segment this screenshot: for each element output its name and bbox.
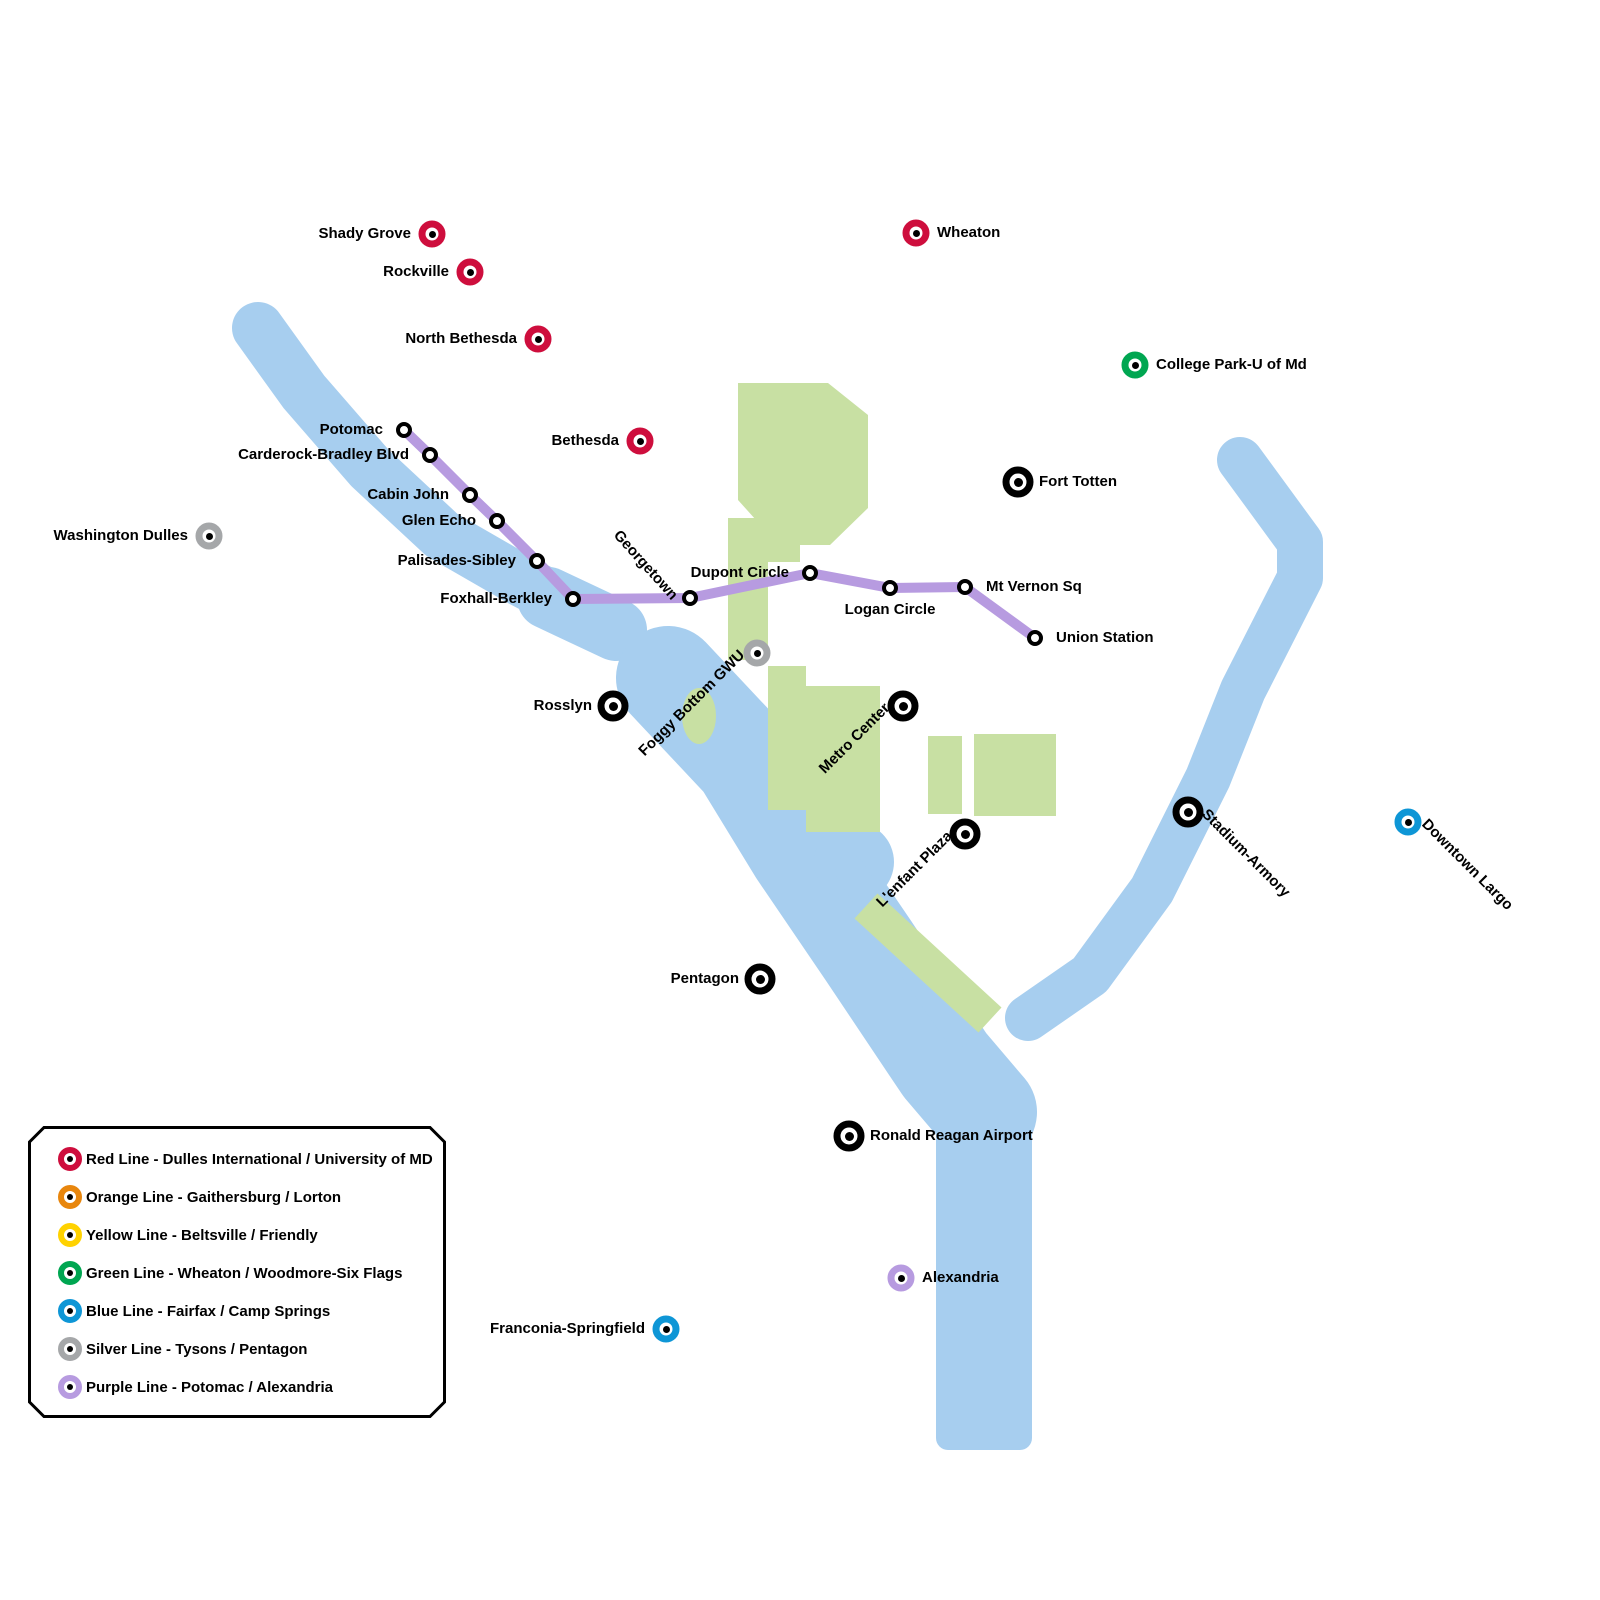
station-marker-wheaton xyxy=(902,219,930,247)
station-label-stadium-armory: Stadium-Armory xyxy=(1198,805,1294,901)
station-marker-metro-center xyxy=(887,690,919,722)
station-marker-rosslyn xyxy=(597,690,629,722)
station-label-foggy-bottom-gwu: Foggy Bottom GWU xyxy=(634,646,748,760)
station-marker-washington-dulles xyxy=(195,522,223,550)
river-anacostia xyxy=(1005,437,1323,1041)
station-label-union-station: Union Station xyxy=(1056,629,1154,646)
water-features xyxy=(232,302,1323,1450)
station-label-potomac: Potomac xyxy=(319,421,383,438)
station-label-palisades-sibley: Palisades-Sibley xyxy=(397,552,516,569)
park-national-mall xyxy=(768,666,880,832)
station-label-rockville: Rockville xyxy=(383,263,449,280)
station-marker-potomac xyxy=(396,422,412,438)
station-marker-alexandria xyxy=(887,1264,915,1292)
station-label-l-enfant-plaza: L'enfant Plaza xyxy=(872,827,956,911)
station-marker-glen-echo xyxy=(489,513,505,529)
station-label-dupont-circle: Dupont Circle xyxy=(690,564,789,581)
legend-item-green-line: Green Line - Wheaton / Woodmore-Six Flag… xyxy=(58,1254,436,1292)
station-marker-mt-vernon-sq xyxy=(957,579,973,595)
station-marker-downtown-largo xyxy=(1394,808,1422,836)
river-main-potomac xyxy=(616,626,1037,1164)
station-label-alexandria: Alexandria xyxy=(922,1269,999,1286)
station-label-franconia-springfield: Franconia-Springfield xyxy=(489,1320,645,1337)
legend-label-blue: Blue Line - Fairfax / Camp Springs xyxy=(86,1302,331,1320)
park-east-block xyxy=(974,734,1056,816)
station-label-georgetown: Georgetown xyxy=(610,526,682,604)
park-rock-creek xyxy=(738,383,868,562)
river-south-potomac xyxy=(936,1092,1032,1450)
station-marker-dupont-circle xyxy=(802,565,818,581)
station-label-downtown-largo: Downtown Largo xyxy=(1418,815,1517,914)
legend-item-orange-line: Orange Line - Gaithersburg / Lorton xyxy=(58,1178,436,1216)
station-marker-georgetown xyxy=(682,590,698,606)
station-marker-carderock-bradley-blvd xyxy=(422,447,438,463)
legend-item-blue-line: Blue Line - Fairfax / Camp Springs xyxy=(58,1292,436,1330)
station-marker-stadium-armory xyxy=(1172,796,1204,828)
station-label-wheaton: Wheaton xyxy=(937,224,1001,241)
station-marker-north-bethesda xyxy=(524,325,552,353)
station-marker-fort-totten xyxy=(1002,466,1034,498)
station-marker-bethesda xyxy=(626,427,654,455)
station-marker-pentagon xyxy=(744,963,776,995)
station-marker-foggy-bottom-gwu xyxy=(743,639,771,667)
station-label-bethesda: Bethesda xyxy=(551,432,619,449)
park-mall-strip xyxy=(928,736,962,814)
station-label-ronald-reagan-airport: Ronald Reagan Airport xyxy=(870,1127,1033,1144)
station-marker-ronald-reagan-airport xyxy=(833,1120,865,1152)
station-marker-rockville xyxy=(456,258,484,286)
legend-label-yellow: Yellow Line - Beltsville / Friendly xyxy=(86,1226,318,1244)
legend-marker-red-icon xyxy=(58,1147,82,1171)
station-marker-college-park-u-of-md xyxy=(1121,351,1149,379)
river-bend xyxy=(517,567,647,661)
legend-label-orange: Orange Line - Gaithersburg / Lorton xyxy=(86,1188,342,1206)
station-label-cabin-john: Cabin John xyxy=(367,486,449,503)
station-label-college-park-u-of-md: College Park-U of Md xyxy=(1156,356,1307,373)
station-label-pentagon: Pentagon xyxy=(670,970,739,987)
station-marker-logan-circle xyxy=(882,580,898,596)
legend-marker-silver-icon xyxy=(58,1337,82,1361)
legend-item-purple-line: Purple Line - Potomac / Alexandria xyxy=(58,1368,436,1406)
legend-label-green: Green Line - Wheaton / Woodmore-Six Flag… xyxy=(86,1264,403,1282)
station-label-mt-vernon-sq: Mt Vernon Sq xyxy=(986,578,1082,595)
legend-item-yellow-line: Yellow Line - Beltsville / Friendly xyxy=(58,1216,436,1254)
legend: Red Line - Dulles International / Univer… xyxy=(28,1126,446,1418)
legend-marker-orange-icon xyxy=(58,1185,82,1209)
station-marker-union-station xyxy=(1027,630,1043,646)
station-marker-franconia-springfield xyxy=(652,1315,680,1343)
legend-item-red-line: Red Line - Dulles International / Univer… xyxy=(58,1140,436,1178)
legend-items: Red Line - Dulles International / Univer… xyxy=(58,1140,436,1406)
legend-label-purple: Purple Line - Potomac / Alexandria xyxy=(86,1378,334,1396)
station-label-fort-totten: Fort Totten xyxy=(1039,473,1118,490)
station-label-carderock-bradley-blvd: Carderock-Bradley Blvd xyxy=(238,446,409,463)
legend-marker-blue-icon xyxy=(58,1299,82,1323)
legend-marker-yellow-icon xyxy=(58,1223,82,1247)
station-marker-cabin-john xyxy=(462,487,478,503)
station-marker-palisades-sibley xyxy=(529,553,545,569)
legend-marker-green-icon xyxy=(58,1261,82,1285)
park-east-potomac xyxy=(854,893,1002,1033)
park-areas xyxy=(682,383,1056,1033)
legend-item-silver-line: Silver Line - Tysons / Pentagon xyxy=(58,1330,436,1368)
legend-label-silver: Silver Line - Tysons / Pentagon xyxy=(86,1340,308,1358)
station-label-metro-center: Metro Center xyxy=(816,699,894,778)
station-label-glen-echo: Glen Echo xyxy=(401,512,476,529)
station-marker-foxhall-berkley xyxy=(565,591,581,607)
station-label-logan-circle: Logan Circle xyxy=(844,601,936,618)
legend-label-red: Red Line - Dulles International / Univer… xyxy=(86,1150,433,1168)
station-label-foxhall-berkley: Foxhall-Berkley xyxy=(440,590,552,607)
station-label-north-bethesda: North Bethesda xyxy=(405,330,517,347)
station-label-rosslyn: Rosslyn xyxy=(533,697,592,714)
station-label-washington-dulles: Washington Dulles xyxy=(53,527,188,544)
legend-box xyxy=(28,1126,446,1418)
legend-marker-purple-icon xyxy=(58,1375,82,1399)
station-marker-shady-grove xyxy=(418,220,446,248)
station-label-shady-grove: Shady Grove xyxy=(318,225,411,242)
station-marker-l-enfant-plaza xyxy=(949,818,981,850)
park-roosevelt-island xyxy=(682,688,716,744)
